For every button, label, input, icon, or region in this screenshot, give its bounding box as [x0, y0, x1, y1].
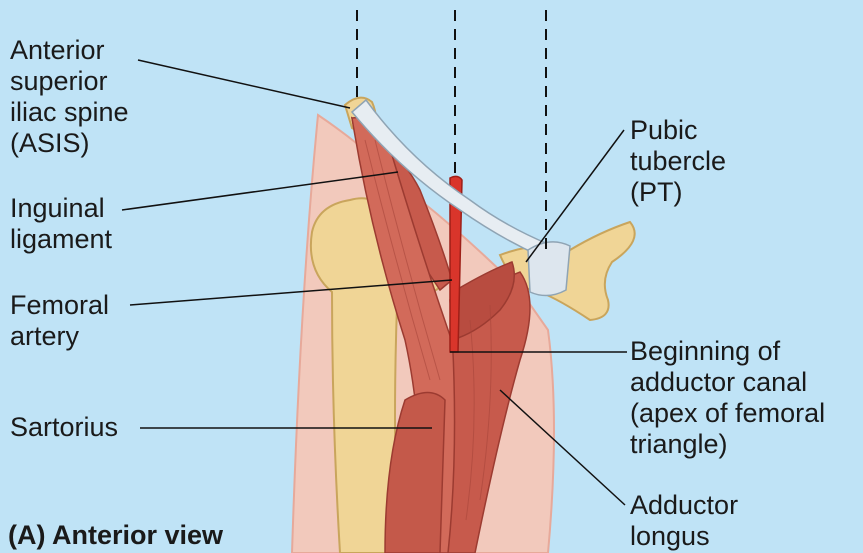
label-adductor-longus: Adductor longus [630, 490, 738, 552]
label-adductor-canal: Beginning of adductor canal (apex of fem… [630, 336, 825, 460]
label-sartorius: Sartorius [10, 412, 118, 443]
leader-asis [138, 60, 350, 108]
label-femoral-artery: Femoral artery [10, 290, 109, 352]
label-inguinal-ligament: Inguinal ligament [10, 193, 112, 255]
figure-caption: (A) Anterior view [8, 520, 223, 551]
label-asis: Anterior superior iliac spine (ASIS) [10, 35, 129, 159]
label-pubic-tubercle: Pubic tubercle (PT) [630, 115, 726, 208]
